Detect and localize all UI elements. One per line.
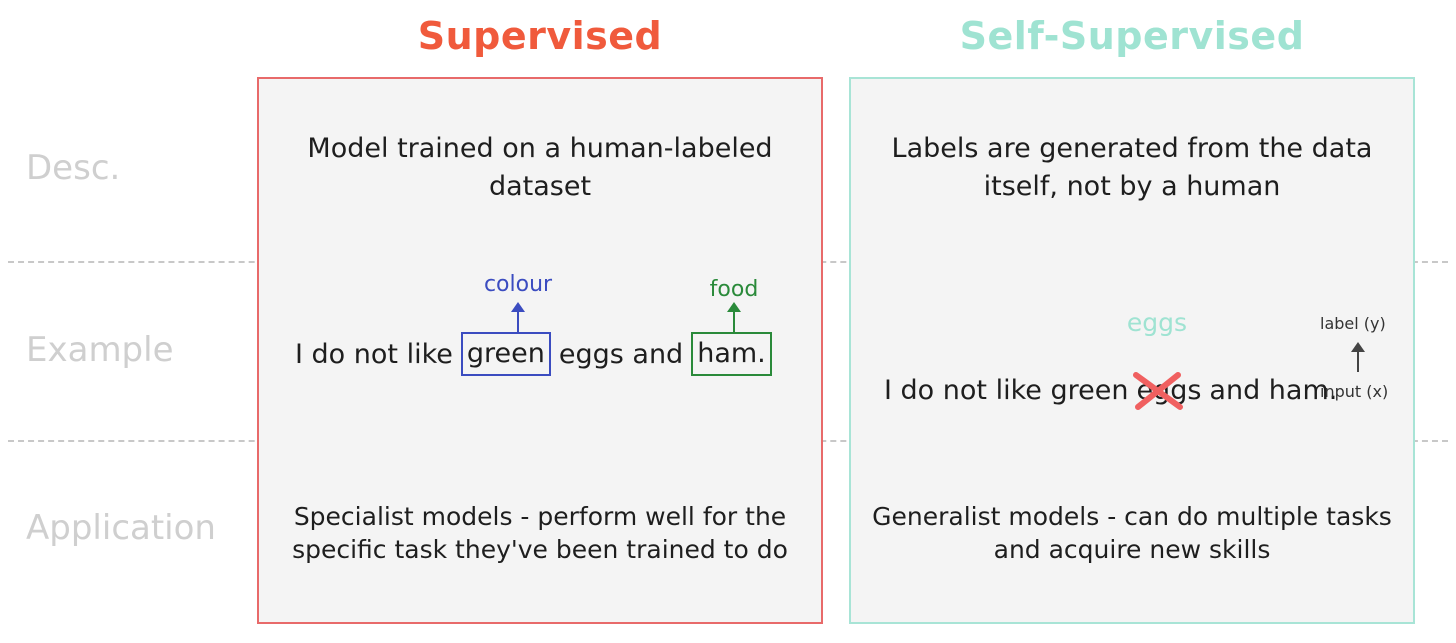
label-y: label (y) <box>1320 314 1386 333</box>
label-colour: colour <box>483 272 553 297</box>
cross-out-icon <box>1133 372 1184 410</box>
predicted-word: eggs <box>1126 308 1188 337</box>
labeled-word-green: green <box>460 332 551 376</box>
supervised-title: Supervised <box>417 14 663 58</box>
arrow-up-icon <box>727 302 741 332</box>
arrow-up-icon <box>1351 342 1365 372</box>
sentence-part-1: I do not like green <box>884 375 1129 406</box>
supervised-application: Specialist models - perform well for the… <box>292 502 788 564</box>
self-supervised-description: Labels are generated from the data itsel… <box>891 133 1373 202</box>
labeled-word-ham: ham. <box>691 332 772 376</box>
self-supervised-application: Generalist models - can do multiple task… <box>872 502 1392 564</box>
row-label-application: Application <box>26 508 216 548</box>
sentence-part-1: I do not like <box>295 338 453 370</box>
row-label-example: Example <box>26 330 174 370</box>
supervised-panel <box>257 77 823 624</box>
label-food: food <box>709 277 759 302</box>
supervised-description: Model trained on a human-labeled dataset <box>307 133 773 202</box>
self-supervised-panel <box>849 77 1415 624</box>
sentence-part-2: and ham. <box>1209 375 1338 406</box>
supervised-example-sentence: I do not like green eggs and ham. <box>295 332 780 376</box>
arrow-up-icon <box>511 302 525 332</box>
sentence-part-2: eggs and <box>558 338 684 370</box>
masked-word: eggs <box>1133 372 1201 410</box>
input-x: input (x) <box>1320 382 1389 401</box>
self-supervised-title: Self-Supervised <box>959 14 1305 58</box>
row-label-desc: Desc. <box>26 148 121 188</box>
self-supervised-example-sentence: I do not like green eggs and ham. <box>884 372 1338 410</box>
